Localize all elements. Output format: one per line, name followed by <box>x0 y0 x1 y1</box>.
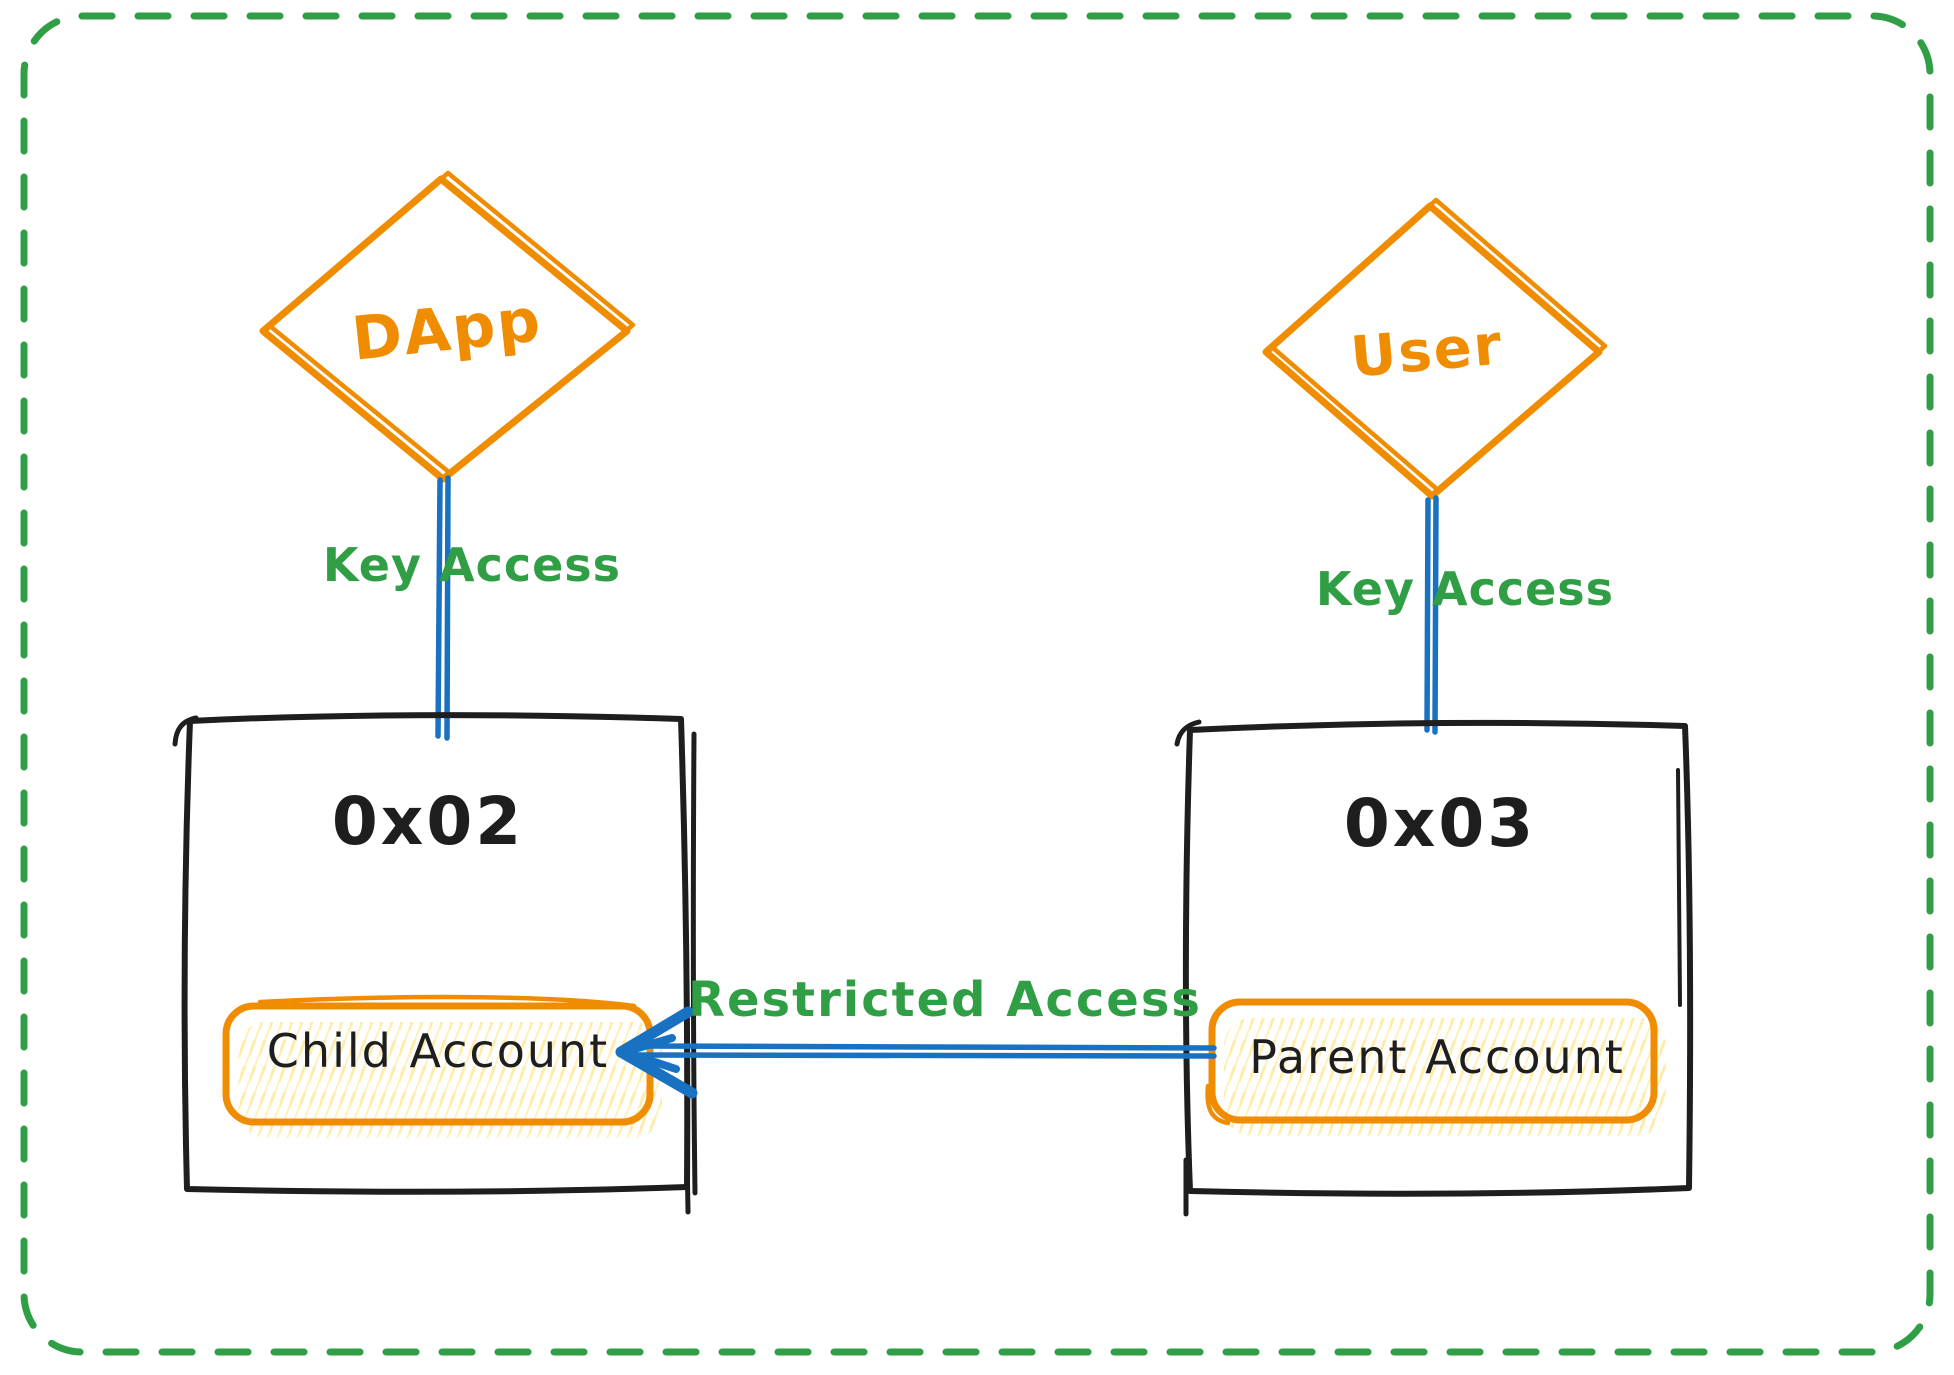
hatch-fringe <box>238 1022 662 1138</box>
key-access-connector-left <box>435 475 451 741</box>
user-diamond-sketch-line <box>1269 197 1608 493</box>
user-label: User <box>1348 312 1506 391</box>
frame-border <box>20 12 1934 1356</box>
account-box-right <box>1174 719 1694 1217</box>
dapp-label: DApp <box>348 285 546 375</box>
parent-account-box <box>1205 998 1666 1136</box>
connector-line <box>1432 495 1439 735</box>
connector-line <box>1424 497 1431 733</box>
key-access-left-label: Key Access <box>322 538 622 592</box>
user-diamond <box>1262 197 1608 500</box>
restricted-access-arrow <box>615 1006 1217 1099</box>
dapp-diamond-sketch-line <box>267 170 636 476</box>
account-left-title: 0x02 <box>331 783 525 860</box>
arrow-line <box>635 1052 1217 1059</box>
key-access-right-label: Key Access <box>1315 562 1615 616</box>
key-access-connector-right <box>1424 495 1439 735</box>
account-box-left <box>172 712 698 1215</box>
sketch-accent <box>172 715 199 747</box>
connector-line <box>435 477 443 739</box>
arrow-head-inner <box>620 1034 680 1073</box>
account-right-title: 0x03 <box>1343 785 1537 862</box>
sketch-accent <box>684 1147 691 1215</box>
child-account-label: Child Account <box>266 1024 610 1078</box>
arrow-line <box>639 1043 1217 1051</box>
sketch-accent <box>1205 1083 1231 1126</box>
parent-account-label: Parent Account <box>1249 1030 1625 1084</box>
restricted-access-label: Restricted Access <box>688 972 1202 1028</box>
sketch-accent <box>257 994 637 1009</box>
sketch-accent <box>1676 768 1682 1007</box>
hatch-fringe <box>1224 1018 1666 1136</box>
parent-account-outline <box>1208 998 1658 1124</box>
sketch-accent <box>690 731 698 1196</box>
dapp-diamond <box>259 170 636 483</box>
sketch-accent <box>1174 719 1202 747</box>
connector-line <box>444 475 451 741</box>
account-box-right-outline <box>1182 719 1694 1197</box>
